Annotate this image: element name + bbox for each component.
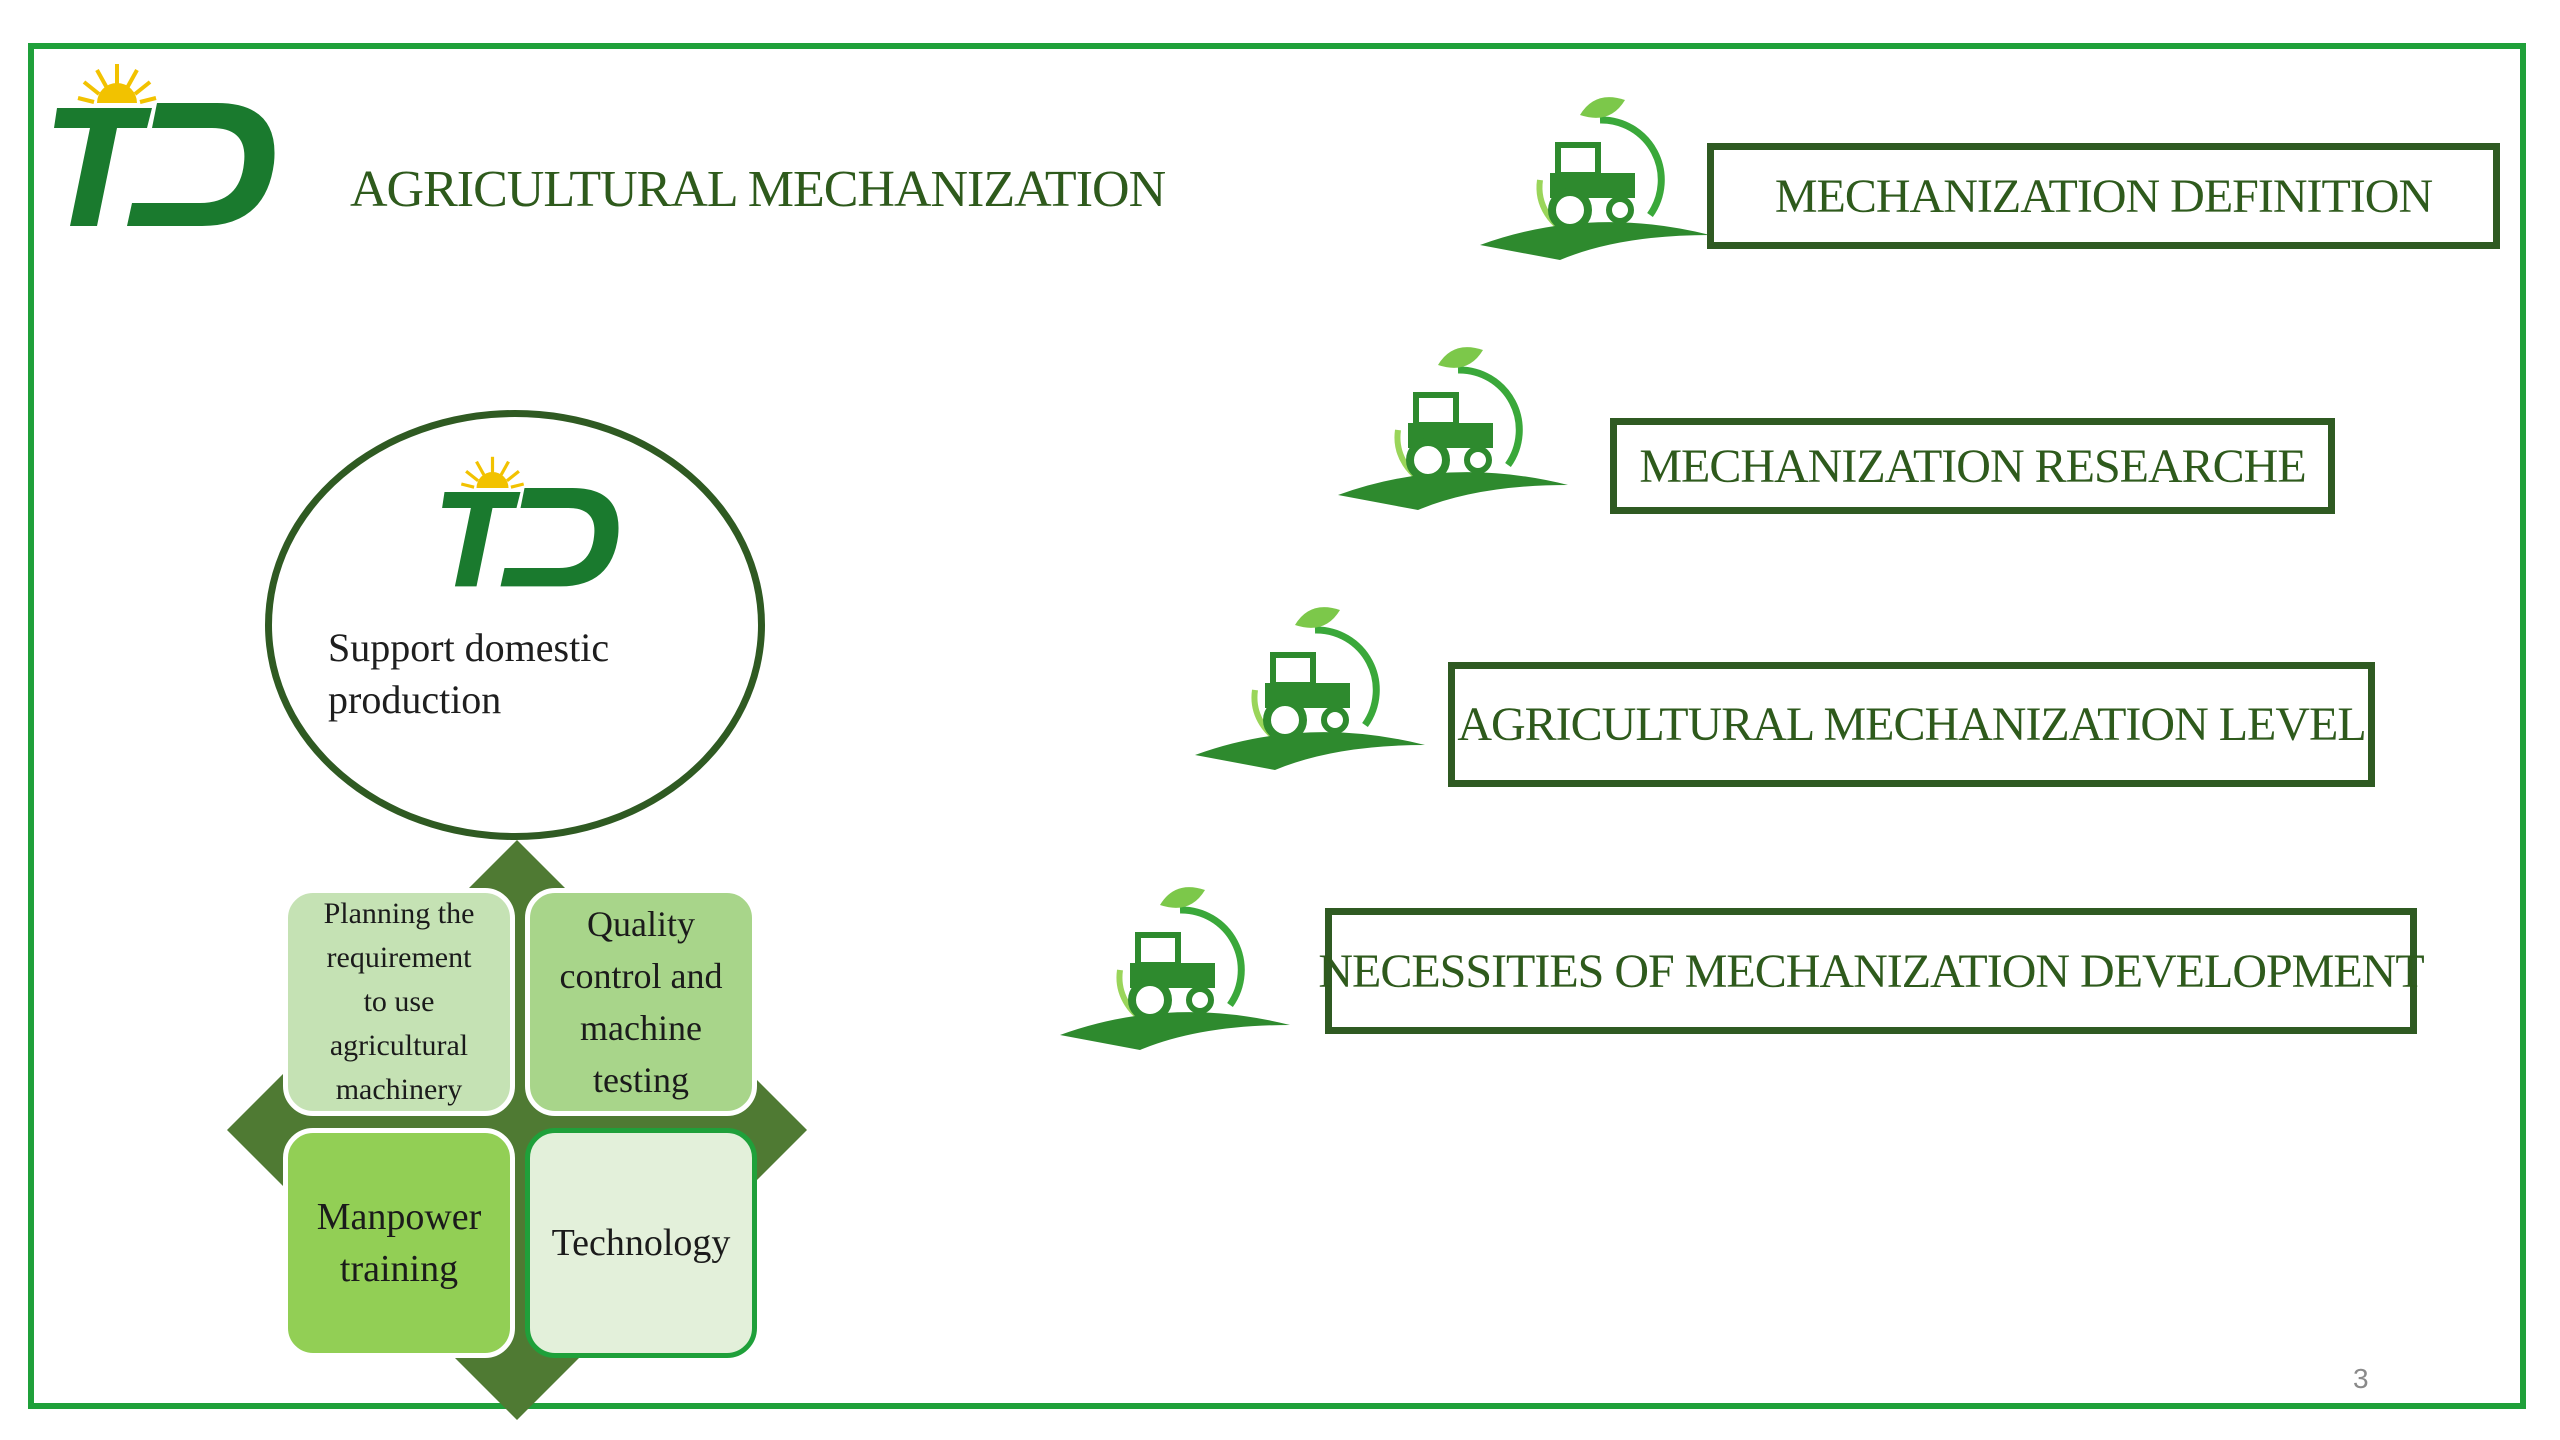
center-text: Support domestic production: [328, 622, 609, 726]
quadrant-line: requirement: [326, 941, 472, 974]
quadrant-planning: Planning the requirement to use agricult…: [283, 888, 515, 1116]
quadrant-line: Planning the: [323, 897, 475, 930]
quadrant-quality: Quality control and machine testing: [525, 888, 757, 1116]
tractor-icon: [1338, 347, 1568, 510]
topic-label: NECESSITIES OF MECHANIZATION DEVELOPMENT: [1318, 944, 2424, 998]
topic-label: MECHANIZATION DEFINITION: [1774, 169, 2433, 223]
topic-box-research[interactable]: MECHANIZATION RESEARCHE: [1610, 418, 2335, 514]
td-logo-icon: [442, 456, 619, 587]
quadrant-line: Manpower: [316, 1196, 482, 1238]
tractor-icon: [1060, 887, 1290, 1050]
tractor-icon: [1195, 607, 1425, 770]
topic-box-level[interactable]: AGRICULTURAL MECHANIZATION LEVEL: [1448, 662, 2375, 787]
quadrant-line: agricultural: [329, 1029, 469, 1062]
topic-box-definition[interactable]: MECHANIZATION DEFINITION: [1707, 143, 2500, 249]
center-text-line: production: [328, 677, 502, 722]
tractor-icon: [1480, 97, 1710, 260]
quadrant-line: machinery: [335, 1073, 463, 1106]
td-logo-icon: [54, 64, 275, 226]
quadrant-line: Quality: [587, 904, 695, 944]
quadrant-line: testing: [592, 1060, 689, 1100]
center-ellipse: [265, 410, 765, 840]
quadrant-technology: Technology: [525, 1128, 757, 1358]
page-number: 3: [2353, 1363, 2369, 1394]
quadrant-line: to use: [363, 985, 435, 1018]
topic-label: MECHANIZATION RESEARCHE: [1639, 439, 2306, 493]
quadrant-line: training: [339, 1248, 459, 1290]
quadrant-line: control and: [559, 956, 723, 996]
page-title: AGRICULTURAL MECHANIZATION: [350, 161, 1166, 218]
topic-label: AGRICULTURAL MECHANIZATION LEVEL: [1457, 698, 2366, 751]
center-text-line: Support domestic: [328, 625, 610, 670]
topic-box-necessities[interactable]: NECESSITIES OF MECHANIZATION DEVELOPMENT: [1318, 908, 2425, 1034]
quadrant-line: machine: [580, 1008, 702, 1048]
quadrant-line: Technology: [551, 1222, 731, 1264]
quadrant-manpower: Manpower training: [283, 1128, 515, 1358]
